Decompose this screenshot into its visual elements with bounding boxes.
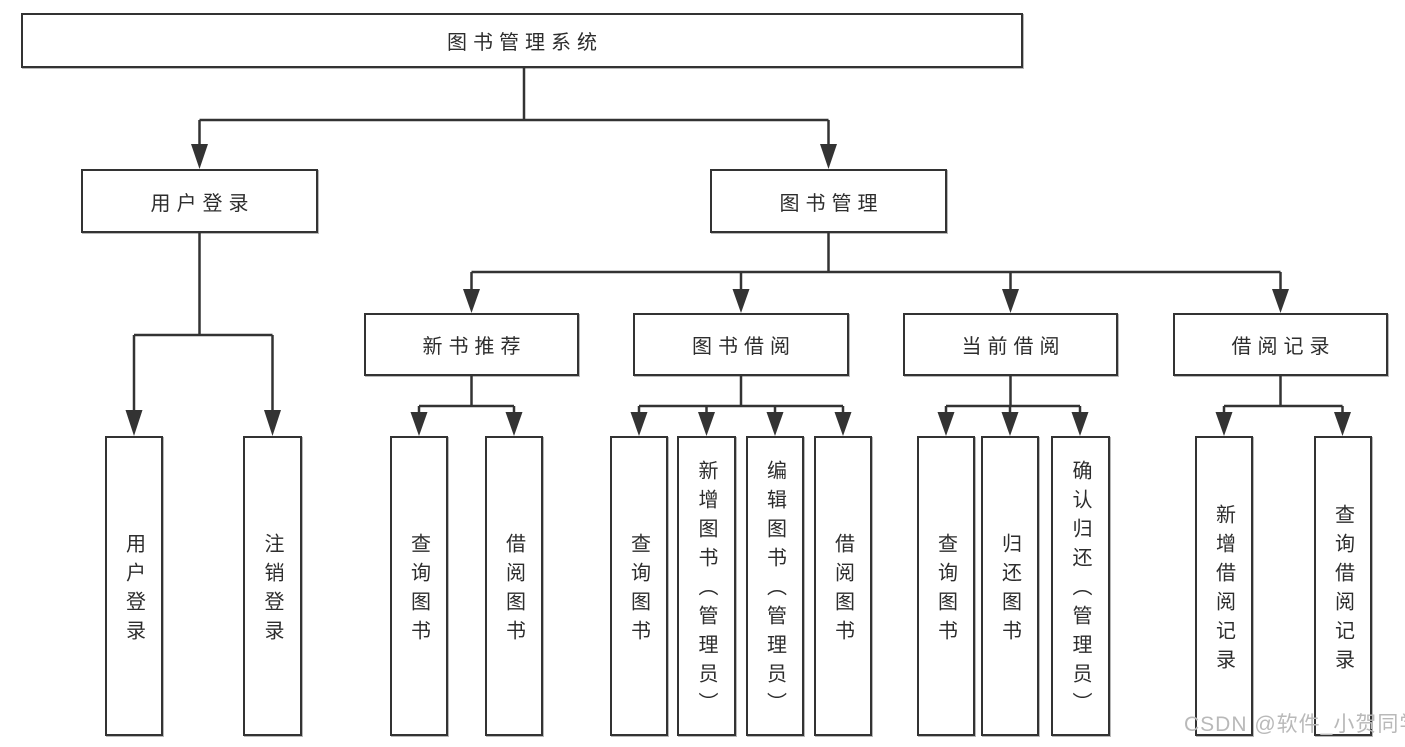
leaf-return-books: 归还图书 <box>981 436 1039 736</box>
leaf-confirm-return-admin: 确认归还（管理员） <box>1051 436 1110 736</box>
leaf-user-login: 用户登录 <box>105 436 163 736</box>
node-current-borrowing: 当前借阅 <box>903 313 1118 376</box>
node-label: 新增借阅记录 <box>1212 503 1235 678</box>
leaf-logout: 注销登录 <box>243 436 302 736</box>
node-new-book-recommend: 新书推荐 <box>364 313 579 376</box>
node-label: 新增图书（管理员） <box>695 460 717 721</box>
node-label: 图书借阅 <box>692 336 796 358</box>
node-label: 注销登录 <box>261 532 283 649</box>
node-label: 当前借阅 <box>961 336 1066 358</box>
leaf-query-borrow-record: 查询借阅记录 <box>1314 436 1372 736</box>
leaf-add-borrow-record: 新增借阅记录 <box>1195 436 1253 736</box>
leaf-query-books-recommend: 查询图书 <box>390 436 448 736</box>
node-user-login: 用户登录 <box>81 169 318 233</box>
node-label: 查询图书 <box>407 532 430 649</box>
arrowheads <box>125 144 1351 436</box>
leaf-query-books-current: 查询图书 <box>917 436 975 736</box>
node-library-management-system: 图书管理系统 <box>21 13 1023 68</box>
node-label: 用户登录 <box>150 192 255 215</box>
node-label: 编辑图书（管理员） <box>763 460 786 721</box>
node-label: 新书推荐 <box>422 336 527 358</box>
node-label: 确认归还（管理员） <box>1069 460 1091 721</box>
node-label: 借阅记录 <box>1231 336 1336 358</box>
leaf-borrow-books-recommend: 借阅图书 <box>485 436 543 736</box>
leaf-query-books-borrowing: 查询图书 <box>610 436 668 736</box>
leaf-edit-books-admin: 编辑图书（管理员） <box>746 436 804 736</box>
node-label: 图书管理系统 <box>447 32 603 54</box>
node-label: 借阅图书 <box>831 532 854 649</box>
node-label: 借阅图书 <box>502 532 525 649</box>
leaf-add-books-admin: 新增图书（管理员） <box>677 436 736 736</box>
node-label: 查询借阅记录 <box>1331 503 1354 678</box>
node-label: 查询图书 <box>627 532 650 649</box>
node-borrowing-records: 借阅记录 <box>1173 313 1388 376</box>
node-label: 归还图书 <box>998 532 1021 649</box>
leaf-borrow-books-borrowing: 借阅图书 <box>814 436 872 736</box>
node-label: 用户登录 <box>122 532 145 649</box>
csdn-watermark: CSDN @软件_小贺同学 <box>1184 713 1405 736</box>
node-book-management: 图书管理 <box>710 169 947 233</box>
node-label: 图书管理 <box>779 192 884 215</box>
node-label: 查询图书 <box>934 532 957 649</box>
node-book-borrowing: 图书借阅 <box>633 313 849 376</box>
